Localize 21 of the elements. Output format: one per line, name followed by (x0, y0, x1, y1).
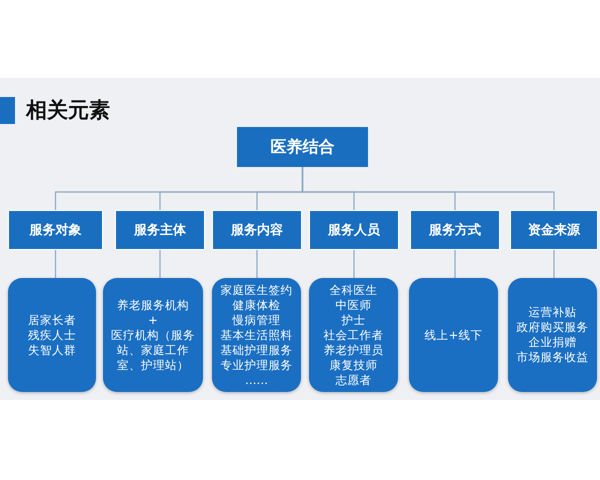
detail-box: 家庭医生签约 健康体检 慢病管理 基本生活照料 基础护理服务 专业护理服务 …… (212, 278, 301, 392)
category-box: 服务方式 (410, 210, 500, 250)
detail-box: 养老服务机构 + 医疗机构（服务站、家庭工作室、护理站） (103, 278, 203, 392)
connector-line (454, 250, 456, 278)
connector-line (353, 250, 355, 278)
category-box: 服务人员 (309, 210, 399, 250)
connector-line (302, 167, 555, 210)
title: 相关元素 (26, 97, 110, 124)
category-box: 服务主体 (115, 210, 205, 250)
connector-line (256, 250, 258, 278)
connector-line (54, 250, 56, 278)
category-box: 服务内容 (212, 210, 302, 250)
detail-box: 运营补贴 政府购买服务 企业捐赠 市场服务收益 (508, 278, 597, 392)
detail-box: 线上+线下 (409, 278, 498, 392)
root-box: 医养结合 (237, 127, 368, 167)
connector-line (159, 250, 161, 278)
category-box: 服务对象 (8, 210, 103, 250)
category-box: 资金来源 (510, 210, 598, 250)
connector-line (553, 250, 555, 278)
detail-box: 居家长者 残疾人士 失智人群 (8, 278, 96, 392)
detail-box: 全科医生 中医师 护士 社会工作者 养老护理员 康复技师 志愿者 (309, 278, 398, 392)
